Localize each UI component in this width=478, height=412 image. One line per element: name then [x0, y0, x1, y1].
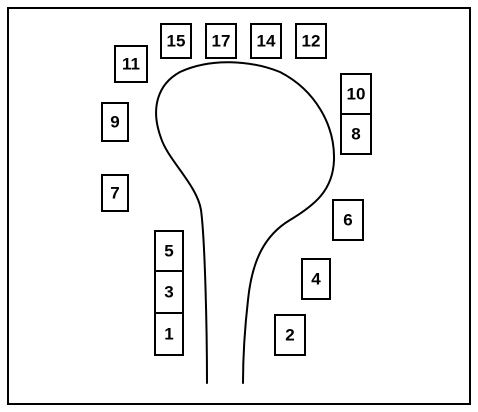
box-3-label: 3 [164, 282, 173, 301]
box-7-label: 7 [110, 183, 119, 202]
box-5-label: 5 [164, 241, 173, 260]
box-10-label: 10 [347, 84, 366, 103]
box-2: 2 [275, 315, 305, 355]
box-2-label: 2 [285, 325, 294, 344]
box-8: 8 [341, 114, 371, 154]
box-11: 11 [115, 46, 147, 82]
box-4: 4 [302, 259, 330, 299]
box-4-label: 4 [311, 269, 321, 288]
box-15: 15 [161, 24, 191, 58]
outer-frame [8, 8, 470, 404]
box-5: 5 [155, 231, 183, 271]
box-12: 12 [296, 24, 326, 58]
box-6-label: 6 [343, 210, 352, 229]
box-6: 6 [333, 200, 363, 240]
box-9: 9 [102, 103, 128, 141]
box-17-label: 17 [212, 31, 231, 50]
box-14-label: 14 [257, 31, 276, 50]
box-15-label: 15 [167, 31, 186, 50]
box-9-label: 9 [110, 112, 119, 131]
box-10: 10 [341, 74, 371, 114]
box-7: 7 [102, 175, 128, 211]
box-11-label: 11 [122, 54, 140, 73]
box-3: 3 [155, 271, 183, 313]
box-1-label: 1 [164, 324, 173, 343]
box-8-label: 8 [351, 124, 360, 143]
box-1: 1 [155, 313, 183, 355]
box-12-label: 12 [302, 31, 321, 50]
box-14: 14 [251, 24, 281, 58]
box-17: 17 [206, 24, 236, 58]
